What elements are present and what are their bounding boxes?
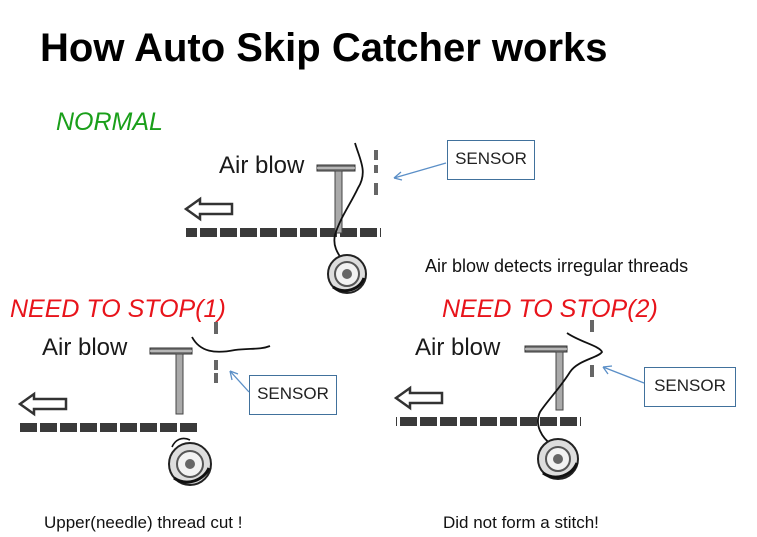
- sensor-icon: [374, 150, 378, 195]
- sensor-label-stop2: SENSOR: [644, 367, 736, 407]
- needle-icon: [175, 353, 184, 415]
- sensor-icon: [214, 322, 218, 383]
- mode-label-need-to-stop-1: NEED TO STOP(1): [10, 295, 226, 323]
- bobbin-icon: [168, 442, 212, 486]
- looped-thread: [537, 332, 603, 446]
- air-blow-label-stop1: Air blow: [42, 334, 128, 361]
- air-nozzle-icon: [149, 347, 193, 355]
- feed-direction-arrow-icon: [17, 391, 68, 417]
- sensor-icon: [590, 320, 594, 377]
- air-nozzle-icon: [316, 164, 356, 172]
- panel-stop2: [393, 320, 645, 480]
- page-title: How Auto Skip Catcher works: [40, 26, 608, 70]
- caption-stop1: Upper(needle) thread cut !: [44, 513, 243, 532]
- needle-icon: [555, 351, 564, 411]
- bobbin-icon: [327, 254, 367, 294]
- sensor-pointer-arrow: [393, 162, 447, 179]
- caption-stop2: Did not form a stitch!: [443, 513, 599, 532]
- sensor-label-normal: SENSOR: [447, 140, 535, 180]
- sensor-label-stop1: SENSOR: [249, 375, 337, 415]
- thread: [171, 437, 191, 448]
- feed-direction-arrow-icon: [393, 385, 444, 411]
- stitch-row: [396, 417, 581, 426]
- sensor-pointer-arrow: [602, 366, 645, 384]
- needle-icon: [334, 170, 343, 234]
- air-blow-label-normal: Air blow: [219, 152, 305, 179]
- stitch-row: [186, 228, 381, 237]
- feed-direction-arrow-icon: [183, 196, 234, 222]
- sensor-pointer-arrow: [229, 370, 250, 393]
- stitch-row: [20, 423, 200, 432]
- panel-stop1: [17, 322, 271, 486]
- thread: [333, 142, 364, 267]
- air-blow-label-stop2: Air blow: [415, 334, 501, 361]
- bobbin-icon: [537, 438, 579, 480]
- mode-label-normal: NORMAL: [56, 108, 163, 136]
- panel-normal: [183, 142, 447, 294]
- air-nozzle-icon: [524, 345, 568, 353]
- mode-label-need-to-stop-2: NEED TO STOP(2): [442, 295, 658, 323]
- caption-normal: Air blow detects irregular threads: [425, 256, 689, 276]
- cut-thread: [191, 336, 271, 353]
